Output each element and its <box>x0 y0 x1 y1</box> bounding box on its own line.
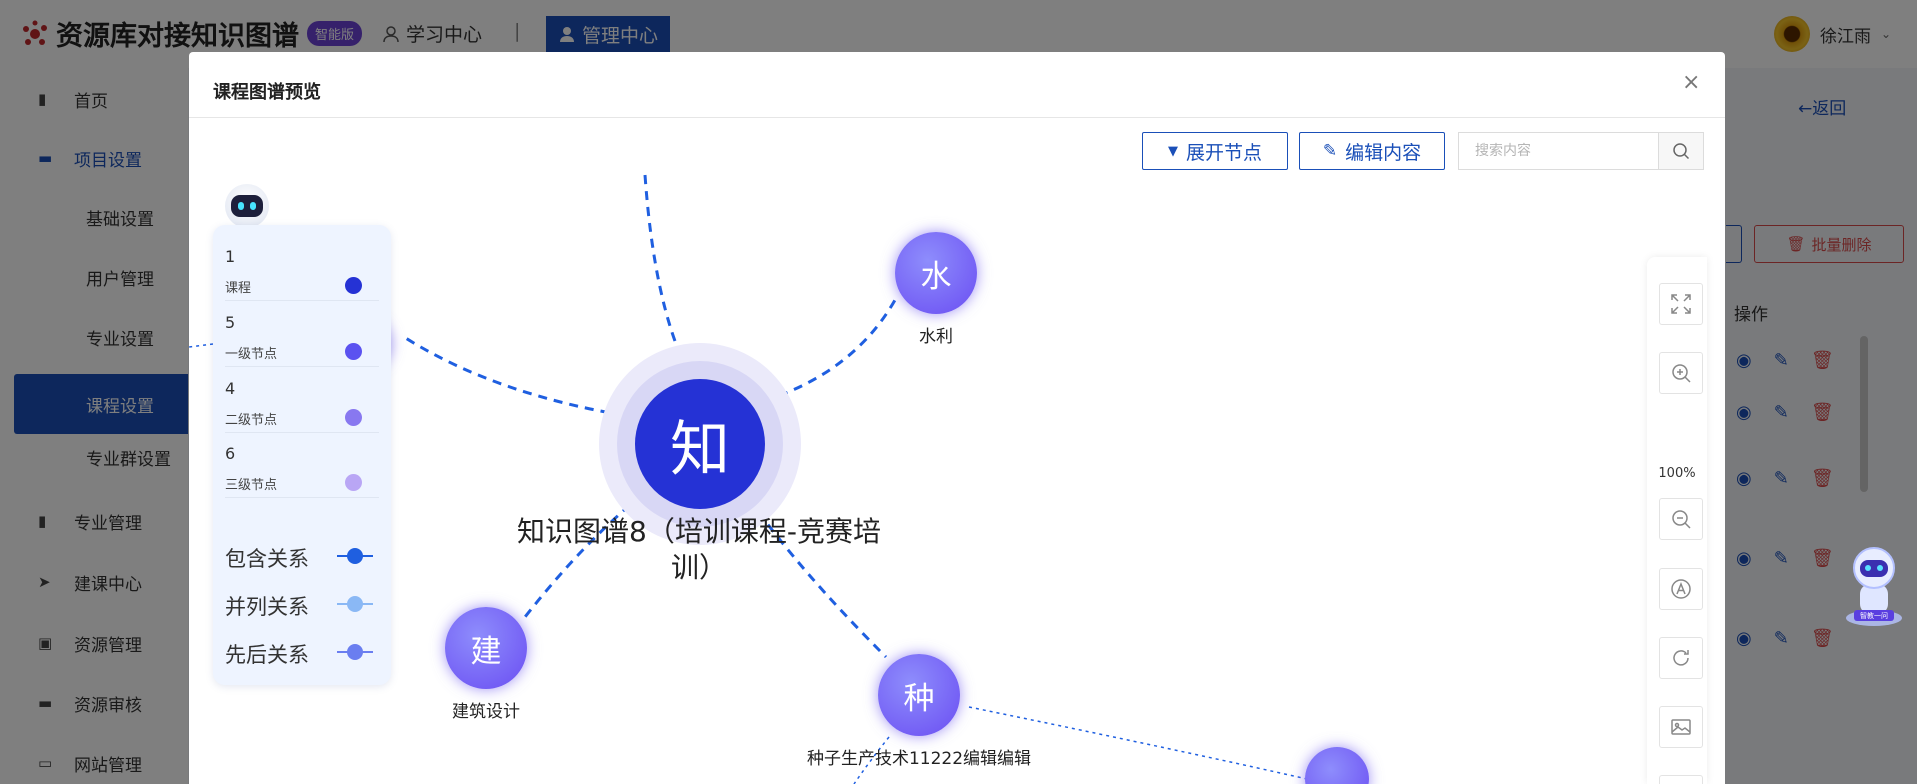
relation-dot <box>347 644 363 660</box>
graph-controls: 100% <box>1647 257 1707 784</box>
graph-node-seed[interactable]: 种 <box>878 654 960 736</box>
modal-header: 课程图谱预览 × <box>189 52 1725 118</box>
relation-name: 包含关系 <box>225 547 309 571</box>
graph-node-water[interactable]: 水 <box>895 232 977 314</box>
refresh-button[interactable] <box>1659 637 1703 679</box>
search-button[interactable] <box>1658 132 1704 170</box>
graph-node-architecture[interactable]: 建 <box>445 607 527 689</box>
legend-count: 6 <box>225 444 236 463</box>
legend-level-third: 6 三级节点 <box>225 438 379 498</box>
robot-face <box>231 195 263 217</box>
search-input[interactable] <box>1458 132 1658 170</box>
edge-center-water <box>763 299 897 403</box>
legend-relation-parallel: 并列关系 <box>225 589 379 619</box>
expand-nodes-button[interactable]: ▼ 展开节点 <box>1142 132 1288 170</box>
pencil-icon: ✎ <box>1322 141 1338 161</box>
widget-label: 智教一问 <box>1860 612 1888 620</box>
legend-dot <box>345 474 362 491</box>
legend-dot <box>345 409 362 426</box>
graph-preview-modal: 课程图谱预览 × 知 知识图谱8（培训课程-竞赛培训） <box>189 52 1725 784</box>
ai-assistant-widget[interactable]: 智教一问 <box>1840 540 1908 630</box>
relation-dot <box>347 596 363 612</box>
edge-seed-down <box>853 736 890 784</box>
edit-content-label: 编辑内容 <box>1345 141 1422 164</box>
graph-node-label: 水利 <box>919 327 953 347</box>
legend-dot <box>345 277 362 294</box>
robot-eye <box>250 202 256 210</box>
relation-dot <box>347 548 363 564</box>
legend-panel: 1 课程 5 一级节点 4 二级节点 6 三级节点 包含关系 <box>213 225 391 685</box>
center-node[interactable]: 知 <box>635 379 765 509</box>
text-toggle-button[interactable] <box>1659 568 1703 610</box>
caret-down-icon: ▼ <box>1167 143 1178 159</box>
edit-content-button[interactable]: ✎ 编辑内容 <box>1299 132 1445 170</box>
search-icon <box>1673 143 1690 160</box>
modal-title: 课程图谱预览 <box>213 82 321 103</box>
legend-count: 5 <box>225 313 236 332</box>
relation-name: 并列关系 <box>225 595 309 619</box>
export-image-button[interactable] <box>1659 706 1703 748</box>
legend-level-course: 1 课程 <box>225 241 379 301</box>
relation-name: 先后关系 <box>225 643 309 667</box>
zoom-level: 100% <box>1658 466 1696 481</box>
legend-level-second: 4 二级节点 <box>225 373 379 433</box>
robot-assistant-icon[interactable] <box>225 184 269 228</box>
legend-count: 1 <box>225 247 236 266</box>
fullscreen-button[interactable] <box>1659 283 1703 325</box>
legend-count: 4 <box>225 379 236 398</box>
close-icon[interactable]: × <box>1682 70 1701 95</box>
refresh-icon <box>1673 650 1689 666</box>
zoom-out-button[interactable] <box>1659 498 1703 540</box>
legend-dot <box>345 343 362 360</box>
robot-icon <box>1846 547 1902 626</box>
zoom-in-button[interactable] <box>1659 352 1703 394</box>
zoom-out-icon <box>1672 510 1691 529</box>
legend-name: 二级节点 <box>225 413 278 428</box>
legend-level-first: 5 一级节点 <box>225 307 379 367</box>
locate-button[interactable] <box>1659 775 1703 784</box>
fullscreen-icon <box>1671 294 1691 314</box>
image-icon <box>1671 719 1691 735</box>
center-node-label: 知识图谱8（培训课程-竞赛培训） <box>517 515 881 584</box>
legend-relation-sequence: 先后关系 <box>225 637 379 667</box>
legend-name: 三级节点 <box>225 478 278 493</box>
text-label-icon <box>1671 579 1691 599</box>
zoom-in-icon <box>1672 364 1691 383</box>
robot-eye <box>238 202 244 210</box>
expand-nodes-label: 展开节点 <box>1185 141 1262 164</box>
legend-relation-contains: 包含关系 <box>225 541 379 571</box>
edge-center-top <box>643 174 689 371</box>
legend-name: 课程 <box>225 281 252 296</box>
graph-node-label: 种子生产技术11222编辑编辑 <box>806 749 1032 769</box>
edge-seed-right <box>968 706 1330 784</box>
edge-left-offscreen <box>189 343 214 348</box>
graph-node-label: 建筑设计 <box>452 702 520 722</box>
legend-name: 一级节点 <box>225 347 278 362</box>
